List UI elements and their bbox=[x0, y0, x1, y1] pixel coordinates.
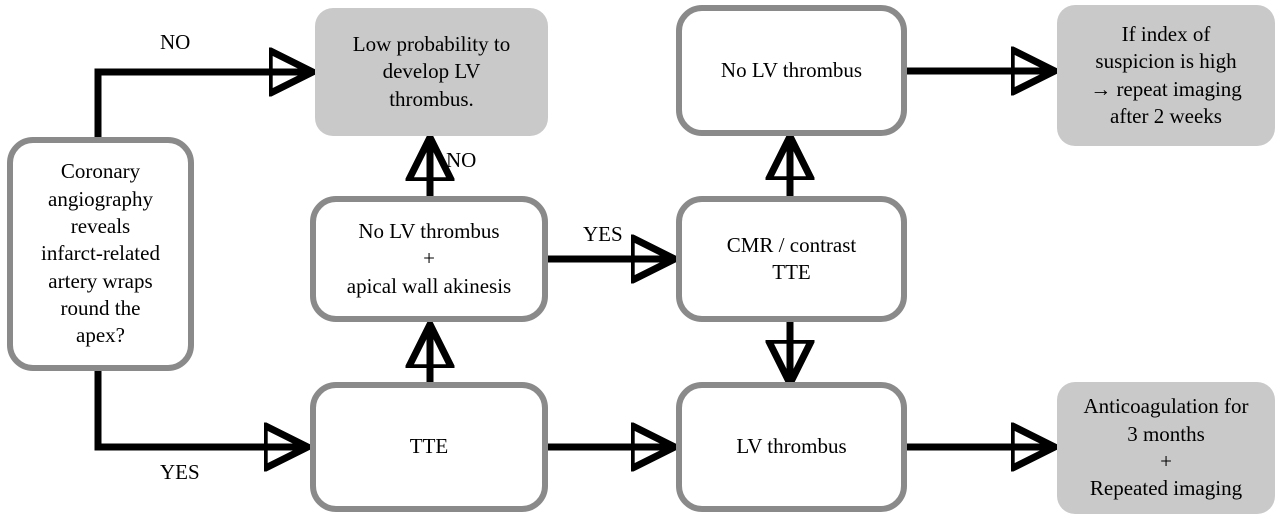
edge-label-yes-bottom-left: YES bbox=[160, 460, 200, 484]
node-no-lv-thrombus-apical-akinesis[interactable]: No LV thrombus + apical wall akinesis bbox=[310, 196, 548, 322]
node-tte[interactable]: TTE bbox=[310, 382, 548, 512]
node-cmr-contrast-tte[interactable]: CMR / contrast TTE bbox=[676, 196, 907, 322]
node-lv-thrombus[interactable]: LV thrombus bbox=[676, 382, 907, 512]
edge-decision-no-to-low-probability bbox=[94, 72, 307, 137]
node-repeat-imaging-2-weeks[interactable]: If index of suspicion is high → repeat i… bbox=[1057, 5, 1275, 146]
edge-label-no-top-left: NO bbox=[160, 30, 191, 54]
node-low-probability-lv-thrombus[interactable]: Low probability to develop LV thrombus. bbox=[315, 8, 548, 136]
node-anticoagulation-3-months[interactable]: Anticoagulation for 3 months + Repeated … bbox=[1057, 382, 1275, 514]
edge-label-no-middle: NO bbox=[446, 148, 477, 172]
node-decision-coronary-angiography[interactable]: Coronary angiography reveals infarct-rel… bbox=[7, 137, 194, 371]
edge-decision-yes-to-tte bbox=[94, 371, 302, 447]
node-no-lv-thrombus-top[interactable]: No LV thrombus bbox=[676, 5, 907, 136]
edge-label-yes-middle: YES bbox=[583, 222, 623, 246]
